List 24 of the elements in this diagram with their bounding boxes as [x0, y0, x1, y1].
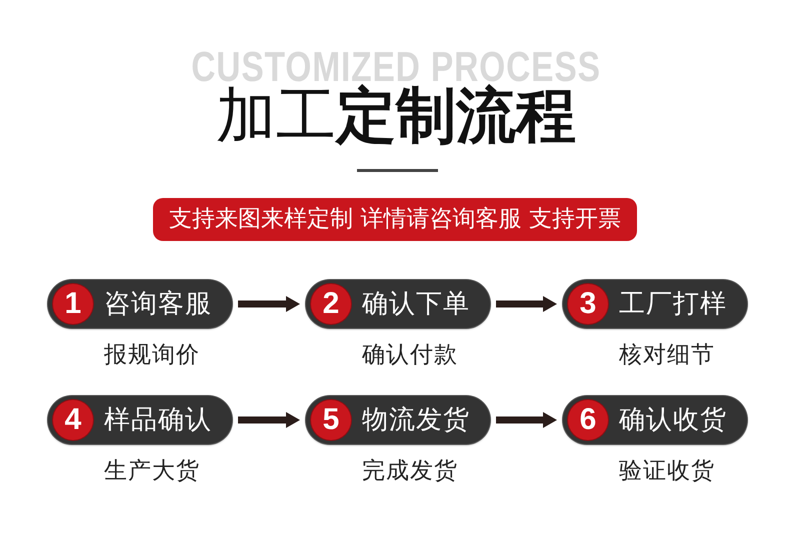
step-title: 样品确认	[104, 405, 212, 435]
number-badge: 2	[311, 284, 351, 324]
step-note: 确认付款	[362, 341, 458, 369]
step-note: 报规询价	[104, 341, 200, 369]
arrow	[238, 412, 300, 428]
step-note: 验证收货	[619, 457, 715, 485]
number-badge: 6	[568, 400, 608, 440]
number-badge: 5	[311, 400, 351, 440]
step-note: 生产大货	[104, 457, 200, 485]
arrow	[496, 412, 557, 428]
step-note: 完成发货	[362, 457, 458, 485]
step-title: 工厂打样	[619, 289, 727, 319]
step-title: 确认下单	[362, 289, 470, 319]
step-title: 物流发货	[362, 405, 470, 435]
banner: 支持来图来样定制 详情请咨询客服 支持开票	[153, 198, 637, 241]
number-badge: 1	[53, 284, 93, 324]
step-title: 咨询客服	[104, 289, 212, 319]
number-badge: 4	[53, 400, 93, 440]
arrow	[496, 296, 557, 312]
title: 加工定制流程	[216, 85, 576, 147]
step-title: 确认收货	[619, 405, 727, 435]
number-badge: 3	[568, 284, 608, 324]
step-note: 核对细节	[619, 341, 715, 369]
arrow	[238, 296, 300, 312]
